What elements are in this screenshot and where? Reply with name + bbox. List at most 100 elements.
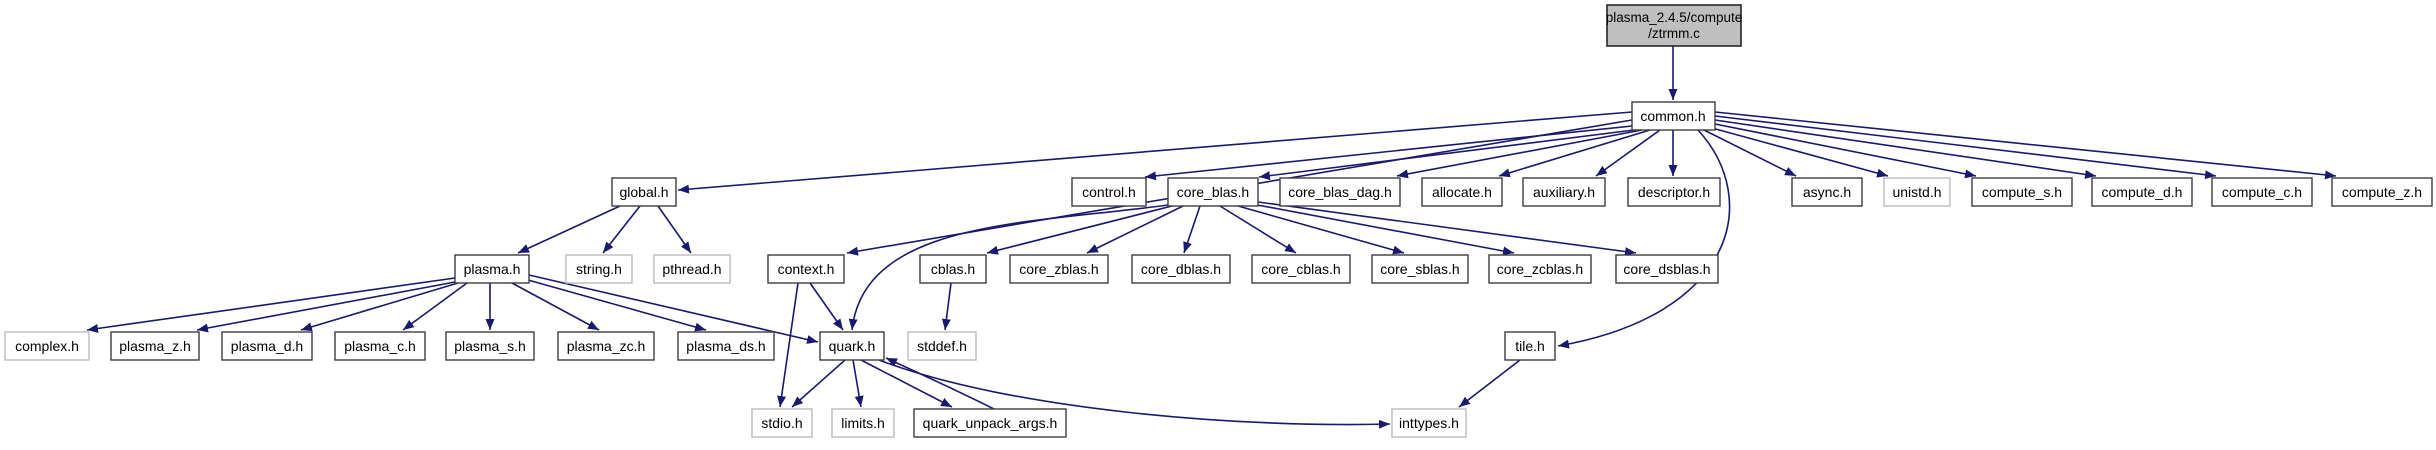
node-compute-c-h[interactable]: compute_c.h <box>2211 177 2313 207</box>
node-async-h[interactable]: async.h <box>1791 177 1863 207</box>
node-plasma-c-h[interactable]: plasma_c.h <box>334 331 426 361</box>
node-box <box>1251 254 1351 284</box>
node-compute-s-h[interactable]: compute_s.h <box>1971 177 2073 207</box>
edge-core-blas-to-core-zblas <box>1086 205 1184 254</box>
node-core-sblas-h[interactable]: core_sblas.h <box>1371 254 1469 284</box>
node-ztrmm-source[interactable]: plasma_2.4.5/compute /ztrmm.c <box>1606 4 1743 47</box>
node-box <box>1488 254 1592 284</box>
node-box <box>831 408 895 438</box>
node-unistd-h[interactable]: unistd.h <box>1883 177 1951 207</box>
node-box <box>1627 177 1721 207</box>
node-context-h[interactable]: context.h <box>767 254 845 284</box>
node-box <box>1279 177 1401 207</box>
edge-quark-to-limits <box>852 359 864 408</box>
node-tile-h[interactable]: tile.h <box>1504 331 1556 361</box>
node-label: core_blas.h <box>1177 184 1249 200</box>
node-core-blas-dag-h[interactable]: core_blas_dag.h <box>1279 177 1401 207</box>
node-allocate-h[interactable]: allocate.h <box>1421 177 1503 207</box>
node-compute-d-h[interactable]: compute_d.h <box>2091 177 2193 207</box>
node-box <box>1504 331 1556 361</box>
edge-common-to-unistd <box>1711 127 1889 178</box>
edge-tile-to-inttypes <box>1458 359 1521 408</box>
node-plasma-z-h[interactable]: plasma_z.h <box>110 331 200 361</box>
node-core-dsblas-h[interactable]: core_dsblas.h <box>1615 254 1719 284</box>
node-cblas-h[interactable]: cblas.h <box>919 254 987 284</box>
node-label: core_zcblas.h <box>1497 261 1583 277</box>
node-plasma-s-h[interactable]: plasma_s.h <box>445 331 535 361</box>
node-complex-h[interactable]: complex.h <box>4 331 90 361</box>
node-core-dblas-h[interactable]: core_dblas.h <box>1131 254 1231 284</box>
node-box <box>767 254 845 284</box>
node-box <box>1791 177 1863 207</box>
edge-plasma-to-plasma-ds <box>527 279 707 332</box>
edge-context-to-quark <box>809 282 844 331</box>
node-label: pthread.h <box>662 261 721 277</box>
edge-global-to-plasma <box>517 205 621 254</box>
node-box <box>445 331 535 361</box>
node-label: plasma_d.h <box>231 338 303 354</box>
node-box <box>1421 177 1503 207</box>
node-core-zcblas-h[interactable]: core_zcblas.h <box>1488 254 1592 284</box>
node-inttypes-h[interactable]: inttypes.h <box>1391 408 1467 438</box>
node-label: core_dblas.h <box>1141 261 1221 277</box>
node-label: core_cblas.h <box>1261 261 1340 277</box>
node-box <box>4 331 90 361</box>
node-string-h[interactable]: string.h <box>565 254 633 284</box>
node-global-h[interactable]: global.h <box>611 177 677 207</box>
node-label: plasma_c.h <box>344 338 416 354</box>
node-box <box>819 331 885 361</box>
node-box <box>653 254 731 284</box>
edge-common-to-control <box>1144 125 1633 181</box>
edge-common-to-core-blas-dag <box>1396 129 1643 179</box>
node-common-h[interactable]: common.h <box>1631 101 1716 131</box>
node-stdio-h[interactable]: stdio.h <box>751 408 813 438</box>
node-compute-z-h[interactable]: compute_z.h <box>2331 177 2433 207</box>
node-quark-h[interactable]: quark.h <box>819 331 885 361</box>
node-box <box>1009 254 1109 284</box>
node-label: compute_c.h <box>2222 184 2302 200</box>
node-label: plasma_2.4.5/compute <box>1606 10 1743 25</box>
node-core-cblas-h[interactable]: core_cblas.h <box>1251 254 1351 284</box>
edge-plasma-to-plasma-c <box>402 282 468 331</box>
node-label: plasma_z.h <box>119 338 191 354</box>
node-box <box>1883 177 1951 207</box>
node-plasma-ds-h[interactable]: plasma_ds.h <box>677 331 775 361</box>
node-box <box>221 331 313 361</box>
edge-common-to-allocate <box>1498 129 1651 178</box>
node-label: control.h <box>1082 184 1136 200</box>
node-label: quark.h <box>829 338 876 354</box>
node-label: context.h <box>778 261 835 277</box>
node-box <box>1606 4 1742 47</box>
node-quark-unpack-args-h[interactable]: quark_unpack_args.h <box>913 408 1067 438</box>
node-label: stddef.h <box>917 338 967 354</box>
node-core-zblas-h[interactable]: core_zblas.h <box>1009 254 1109 284</box>
edges <box>86 46 2337 429</box>
node-stddef-h[interactable]: stddef.h <box>907 331 977 361</box>
node-auxiliary-h[interactable]: auxiliary.h <box>1522 177 1606 207</box>
edge-plasma-to-plasma-zc <box>511 282 600 331</box>
edge-core-blas-to-core-sblas <box>1237 205 1405 255</box>
edge-quark-to-stdio <box>791 359 846 408</box>
node-plasma-d-h[interactable]: plasma_d.h <box>221 331 313 361</box>
edge-core-blas-to-cblas <box>986 205 1173 255</box>
node-control-h[interactable]: control.h <box>1071 177 1147 207</box>
edge-common-to-compute-c <box>1714 115 2217 180</box>
node-label: plasma_zc.h <box>567 338 646 354</box>
node-label: compute_s.h <box>1982 184 2062 200</box>
node-plasma-zc-h[interactable]: plasma_zc.h <box>557 331 655 361</box>
edge-common-to-global <box>677 111 1633 194</box>
edge-quark-to-inttypes <box>878 359 1391 429</box>
edge-common-to-tile <box>1557 129 1731 349</box>
node-label: complex.h <box>15 338 79 354</box>
edge-core-blas-to-core-dblas <box>1183 205 1201 254</box>
node-plasma-h[interactable]: plasma.h <box>454 254 530 284</box>
node-core-blas-h[interactable]: core_blas.h <box>1167 177 1259 207</box>
edge-plasma-to-complex <box>86 277 456 333</box>
edge-unpack-to-quark <box>885 357 995 410</box>
node-limits-h[interactable]: limits.h <box>831 408 895 438</box>
node-pthread-h[interactable]: pthread.h <box>653 254 731 284</box>
node-box <box>2211 177 2313 207</box>
node-descriptor-h[interactable]: descriptor.h <box>1627 177 1721 207</box>
node-box <box>565 254 633 284</box>
